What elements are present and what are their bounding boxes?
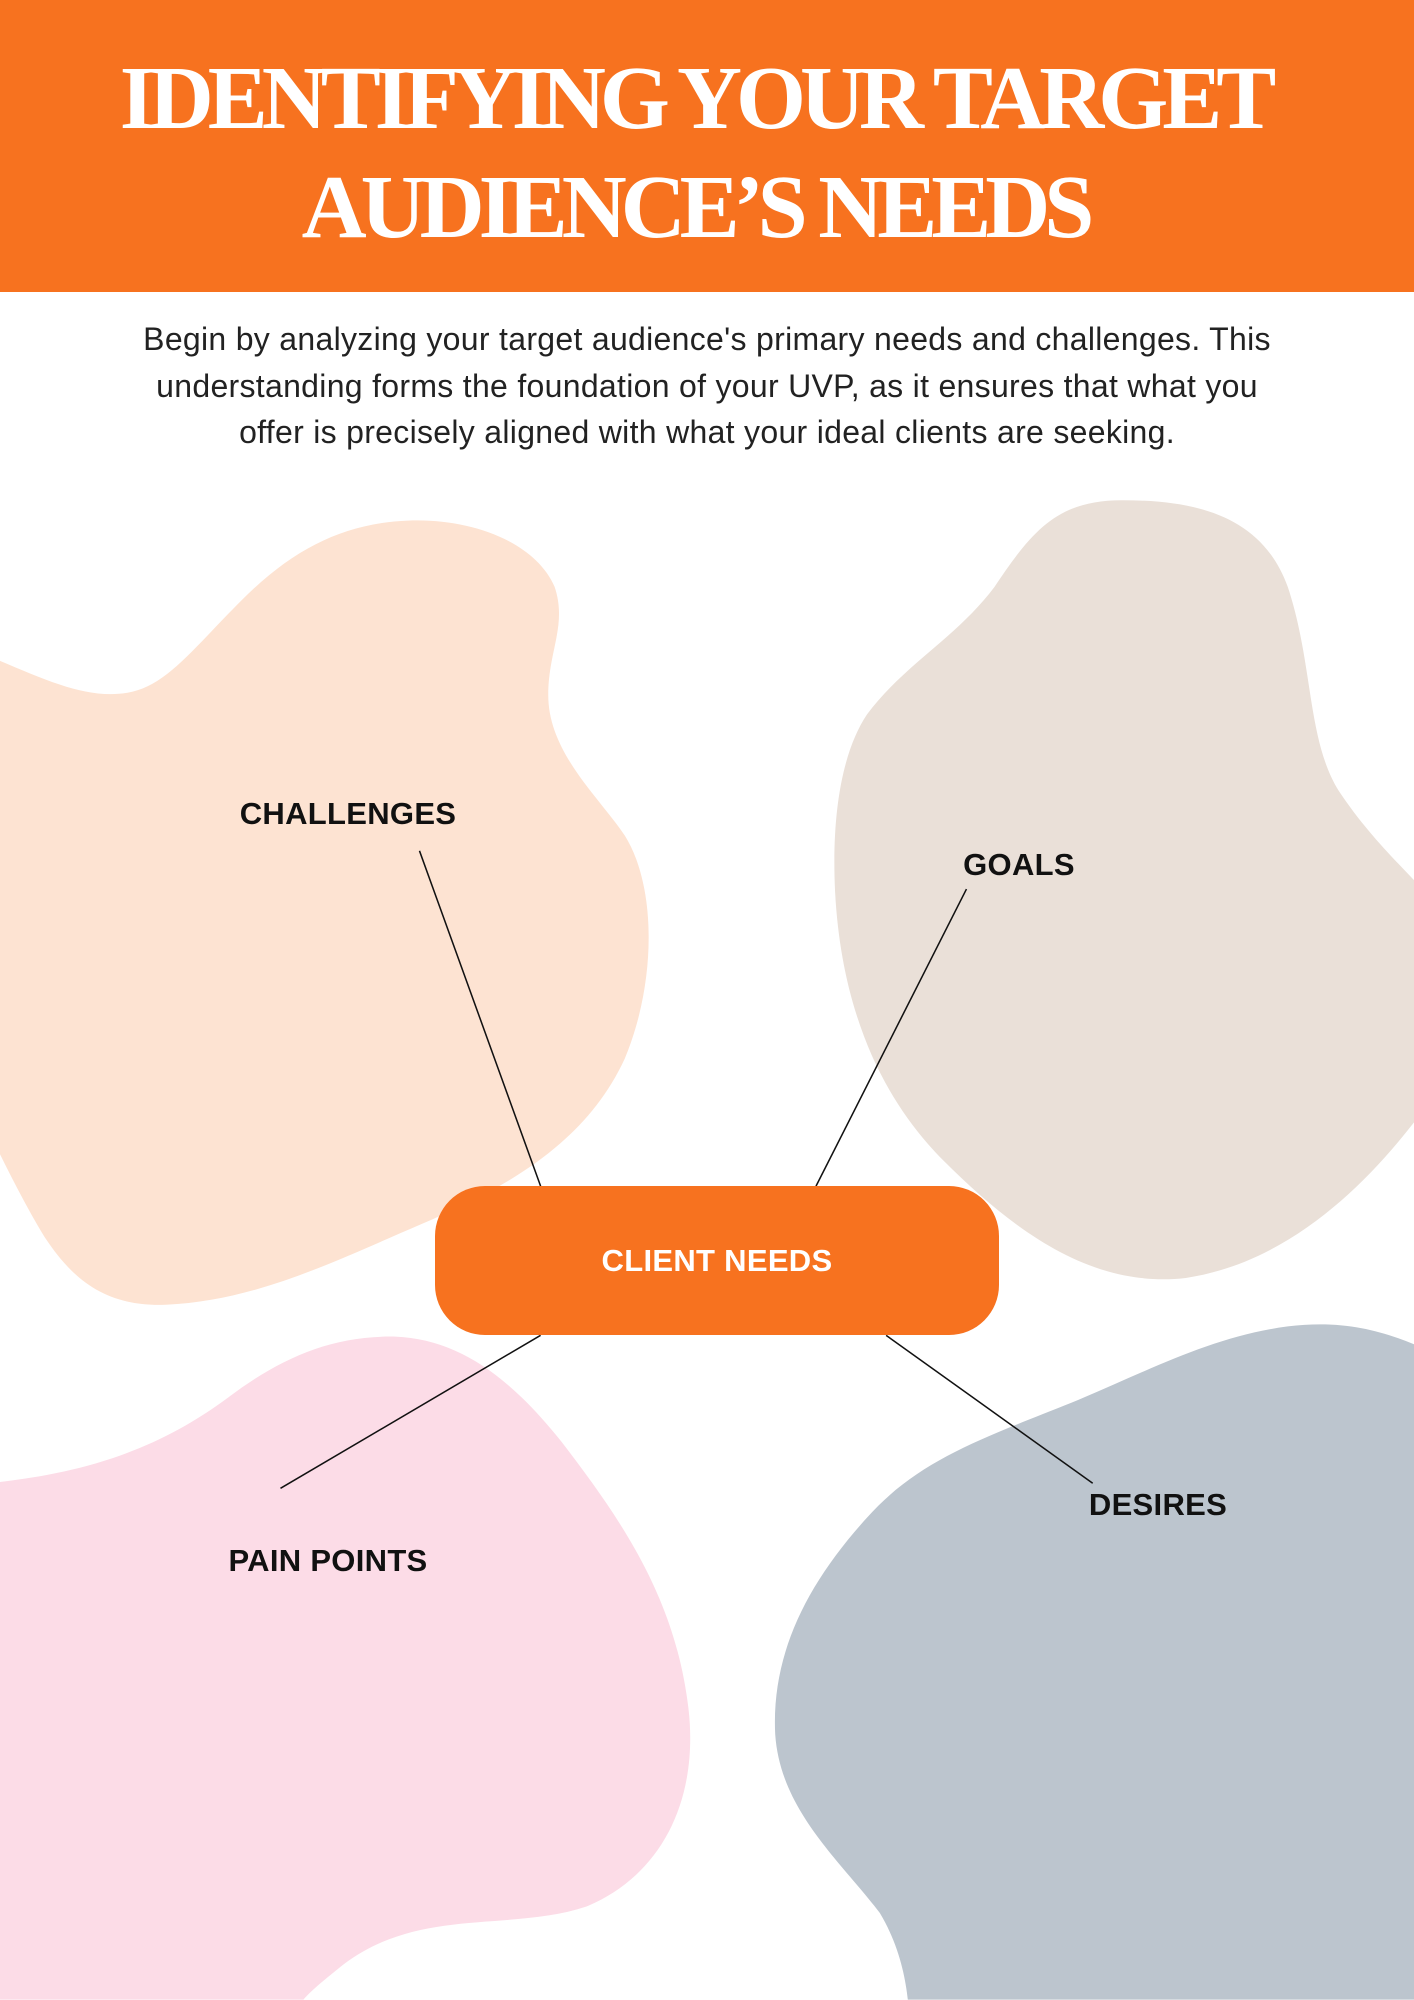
header-banner: IDENTIFYING YOUR TARGET AUDIENCE’S NEEDS — [0, 0, 1414, 292]
connector-pain-points — [280, 1334, 541, 1489]
connector-lines — [280, 850, 1094, 1489]
challenges-label: CHALLENGES — [239, 796, 457, 831]
intro-paragraph: Begin by analyzing your target audience'… — [143, 321, 1271, 450]
goals-label: GOALS — [963, 847, 1075, 882]
pink-blob — [0, 1336, 691, 2000]
connector-challenges — [418, 850, 542, 1187]
peach-blob — [0, 520, 649, 1305]
connector-desires — [885, 1334, 1094, 1484]
page-title-line-1: IDENTIFYING YOUR TARGET — [119, 49, 1277, 148]
connector-goals — [815, 888, 968, 1187]
pain-points-label: PAIN POINTS — [228, 1543, 428, 1578]
beige-blob — [834, 500, 1414, 1280]
page-title-line-2: AUDIENCE’S NEEDS — [301, 158, 1095, 257]
client-needs-label: CLIENT NEEDS — [601, 1242, 833, 1278]
client-needs-node: CLIENT NEEDS — [435, 1186, 999, 1335]
slate-blob — [774, 1324, 1414, 2000]
desires-label: DESIRES — [1088, 1487, 1228, 1522]
